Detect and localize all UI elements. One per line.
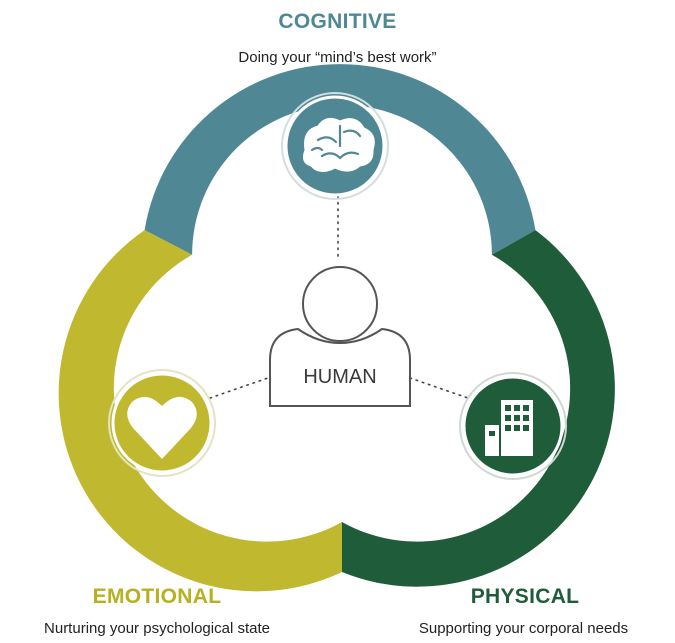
connector-physical	[409, 377, 469, 399]
physical-description: Supporting your corporal needs	[418, 620, 629, 637]
emotional-segment	[58, 230, 343, 592]
physical-segment	[342, 230, 615, 587]
human-label: HUMAN	[303, 366, 376, 388]
cognitive-node	[281, 92, 389, 200]
heart-icon	[127, 396, 197, 459]
connectors	[209, 195, 469, 399]
emotional-title: EMOTIONAL	[92, 585, 222, 608]
building-icon	[485, 400, 533, 456]
person-icon	[269, 266, 411, 407]
cognitive-title: COGNITIVE	[278, 10, 397, 33]
ring	[58, 64, 615, 592]
connector-emotional	[209, 377, 269, 399]
cognitive-segment	[144, 64, 536, 255]
physical-node	[459, 372, 567, 480]
emotional-description: Nurturing your psychological state	[44, 620, 270, 637]
physical-title: PHYSICAL	[470, 585, 580, 608]
brain-icon	[303, 117, 375, 172]
emotional-node	[108, 369, 216, 477]
cognitive-description: Doing your “mind’s best work”	[238, 49, 437, 66]
